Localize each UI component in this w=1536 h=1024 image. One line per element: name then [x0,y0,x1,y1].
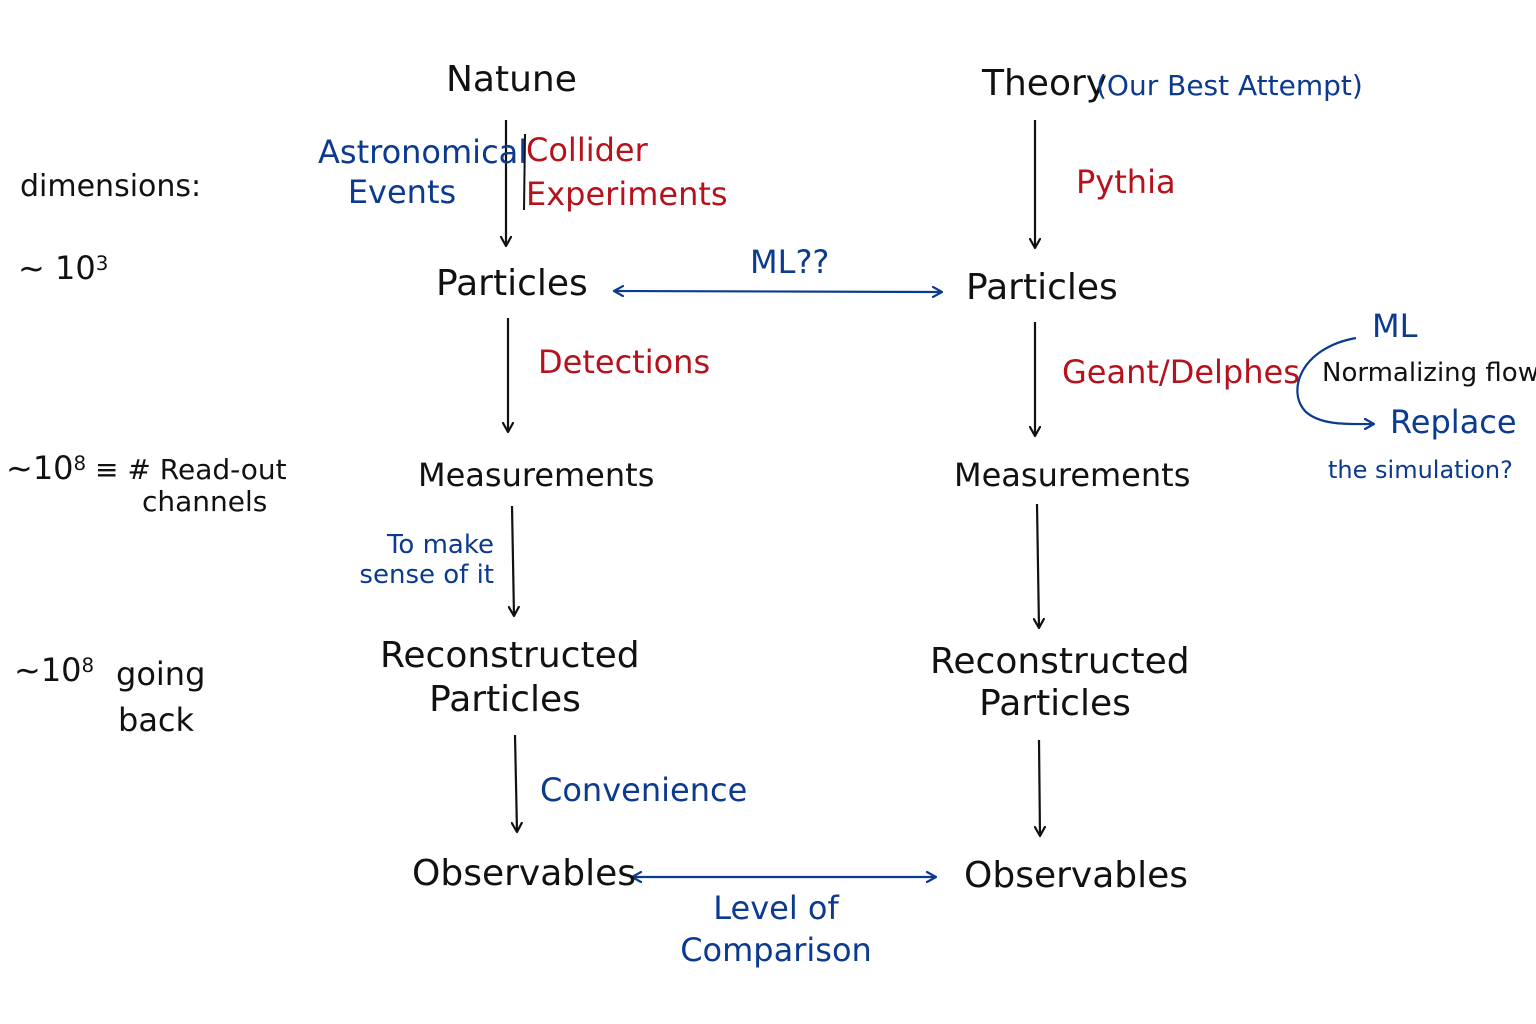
nature-title: Natune [446,59,577,100]
label-ml-question: ML?? [750,243,830,281]
nature-reconstructed-particles: Reconstructed Particles [380,635,640,720]
label-level-of-comparison: Level of Comparison [676,892,876,966]
nature-reconstructed-line2: Particles [429,679,581,720]
dimension-going: going [116,655,206,693]
label-pythia: Pythia [1076,163,1176,201]
label-geant-delphes: Geant/Delphes [1062,353,1300,391]
label-level-of-line1: Level of [713,889,839,927]
source-separator [523,133,526,211]
source-collider-line1: Collider [526,131,648,169]
dimension-particles: ~ 103 [18,252,108,284]
dimension-reconstructed: ~108 [14,654,94,686]
source-astronomical-line2: Events [347,173,457,211]
dimension-particles-base: ~ 10 [18,249,96,287]
theory-subtitle: (Our Best Attempt) [1096,69,1363,102]
theory-title: Theory [982,63,1108,104]
theory-reconstructed-particles: Reconstructed Particles [930,641,1190,724]
dimension-measurements: ~108 ≡ # Read-out [6,452,287,484]
dimension-back: back [118,701,195,739]
label-make-sense: To make sense of it [354,532,494,588]
label-detections: Detections [538,343,711,381]
ml-normalizing-flow: Normalizing flow [1322,358,1536,388]
source-astronomical-line1: Astronomical [318,133,528,171]
label-convenience: Convenience [540,771,748,809]
arrow-reconstructed-to-observables [515,734,517,832]
dimension-particles-exp: 3 [95,252,109,276]
source-collider-line2: Experiments [526,175,728,213]
nature-measurements: Measurements [418,456,655,494]
nature-particles: Particles [436,263,588,304]
label-comparison-line2: Comparison [680,931,872,969]
arrow-theory-reconstructed-to-observables [1039,739,1040,836]
source-collider: Collider Experiments [526,134,728,210]
arrow-measurements-to-reconstructed [512,505,514,616]
source-astronomical: Astronomical Events [318,133,528,211]
dimension-reconstructed-base: ~10 [14,651,82,689]
theory-particles: Particles [966,267,1118,308]
ml-replace: Replace [1390,403,1517,441]
arrow-ml-particles-link [614,291,942,292]
ml-the-simulation: the simulation? [1328,456,1513,484]
nature-observables: Observables [412,853,637,894]
theory-reconstructed-line1: Reconstructed [930,641,1190,682]
theory-observables: Observables [964,855,1189,896]
label-make-sense-line1: To make [386,530,494,560]
dimension-measurements-readout: ≡ # Read-out [86,453,287,486]
dimension-measurements-base: ~10 [6,449,74,487]
theory-reconstructed-line2: Particles [979,683,1131,724]
ml-replace-curved-arrow [1296,336,1374,424]
dimension-channels: channels [142,485,268,518]
arrow-theory-measurements-to-reconstructed [1037,503,1039,628]
label-make-sense-line2: sense of it [359,560,494,590]
ml-note-title: ML [1372,307,1418,345]
nature-reconstructed-line1: Reconstructed [380,635,640,676]
dimensions-label: dimensions: [20,169,202,204]
dimension-measurements-exp: 8 [73,452,87,476]
theory-measurements: Measurements [954,456,1191,494]
dimension-reconstructed-exp: 8 [81,654,95,678]
